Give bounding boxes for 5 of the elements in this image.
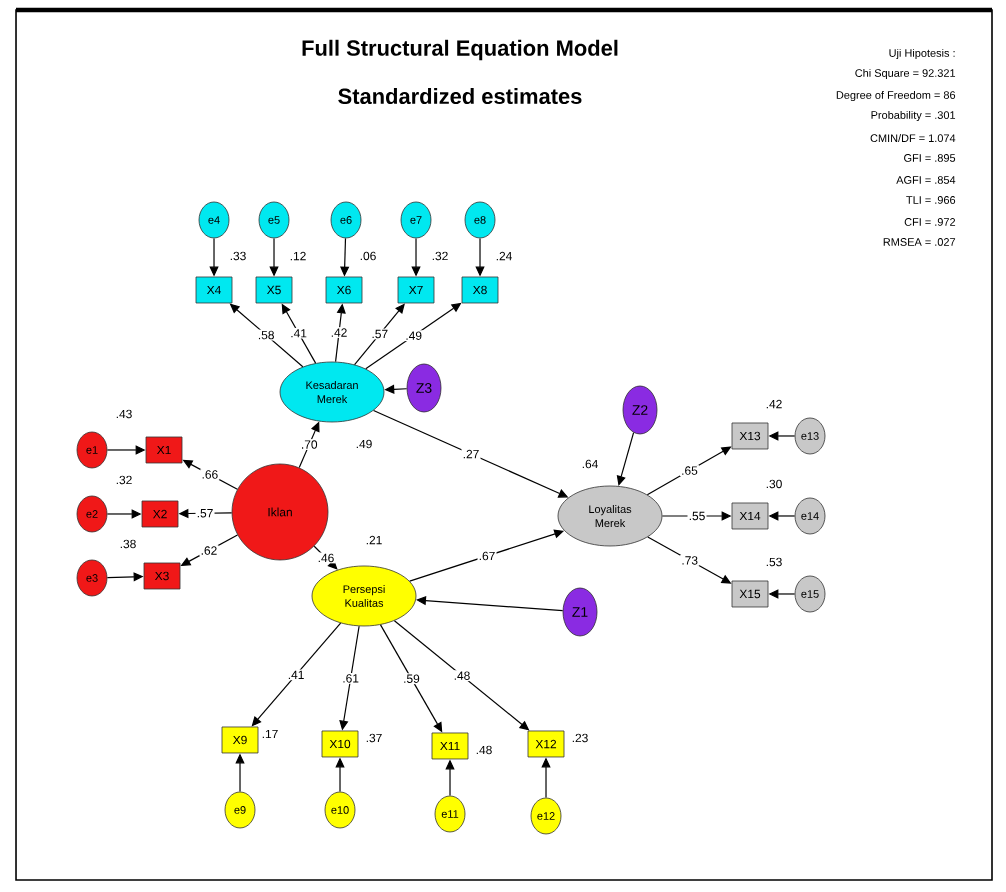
arrow xyxy=(354,303,405,366)
subtitle: Standardized estimates xyxy=(338,87,582,105)
arrow xyxy=(616,432,635,486)
title: Full Structural Equation Model xyxy=(302,39,618,61)
arrow xyxy=(251,622,342,727)
